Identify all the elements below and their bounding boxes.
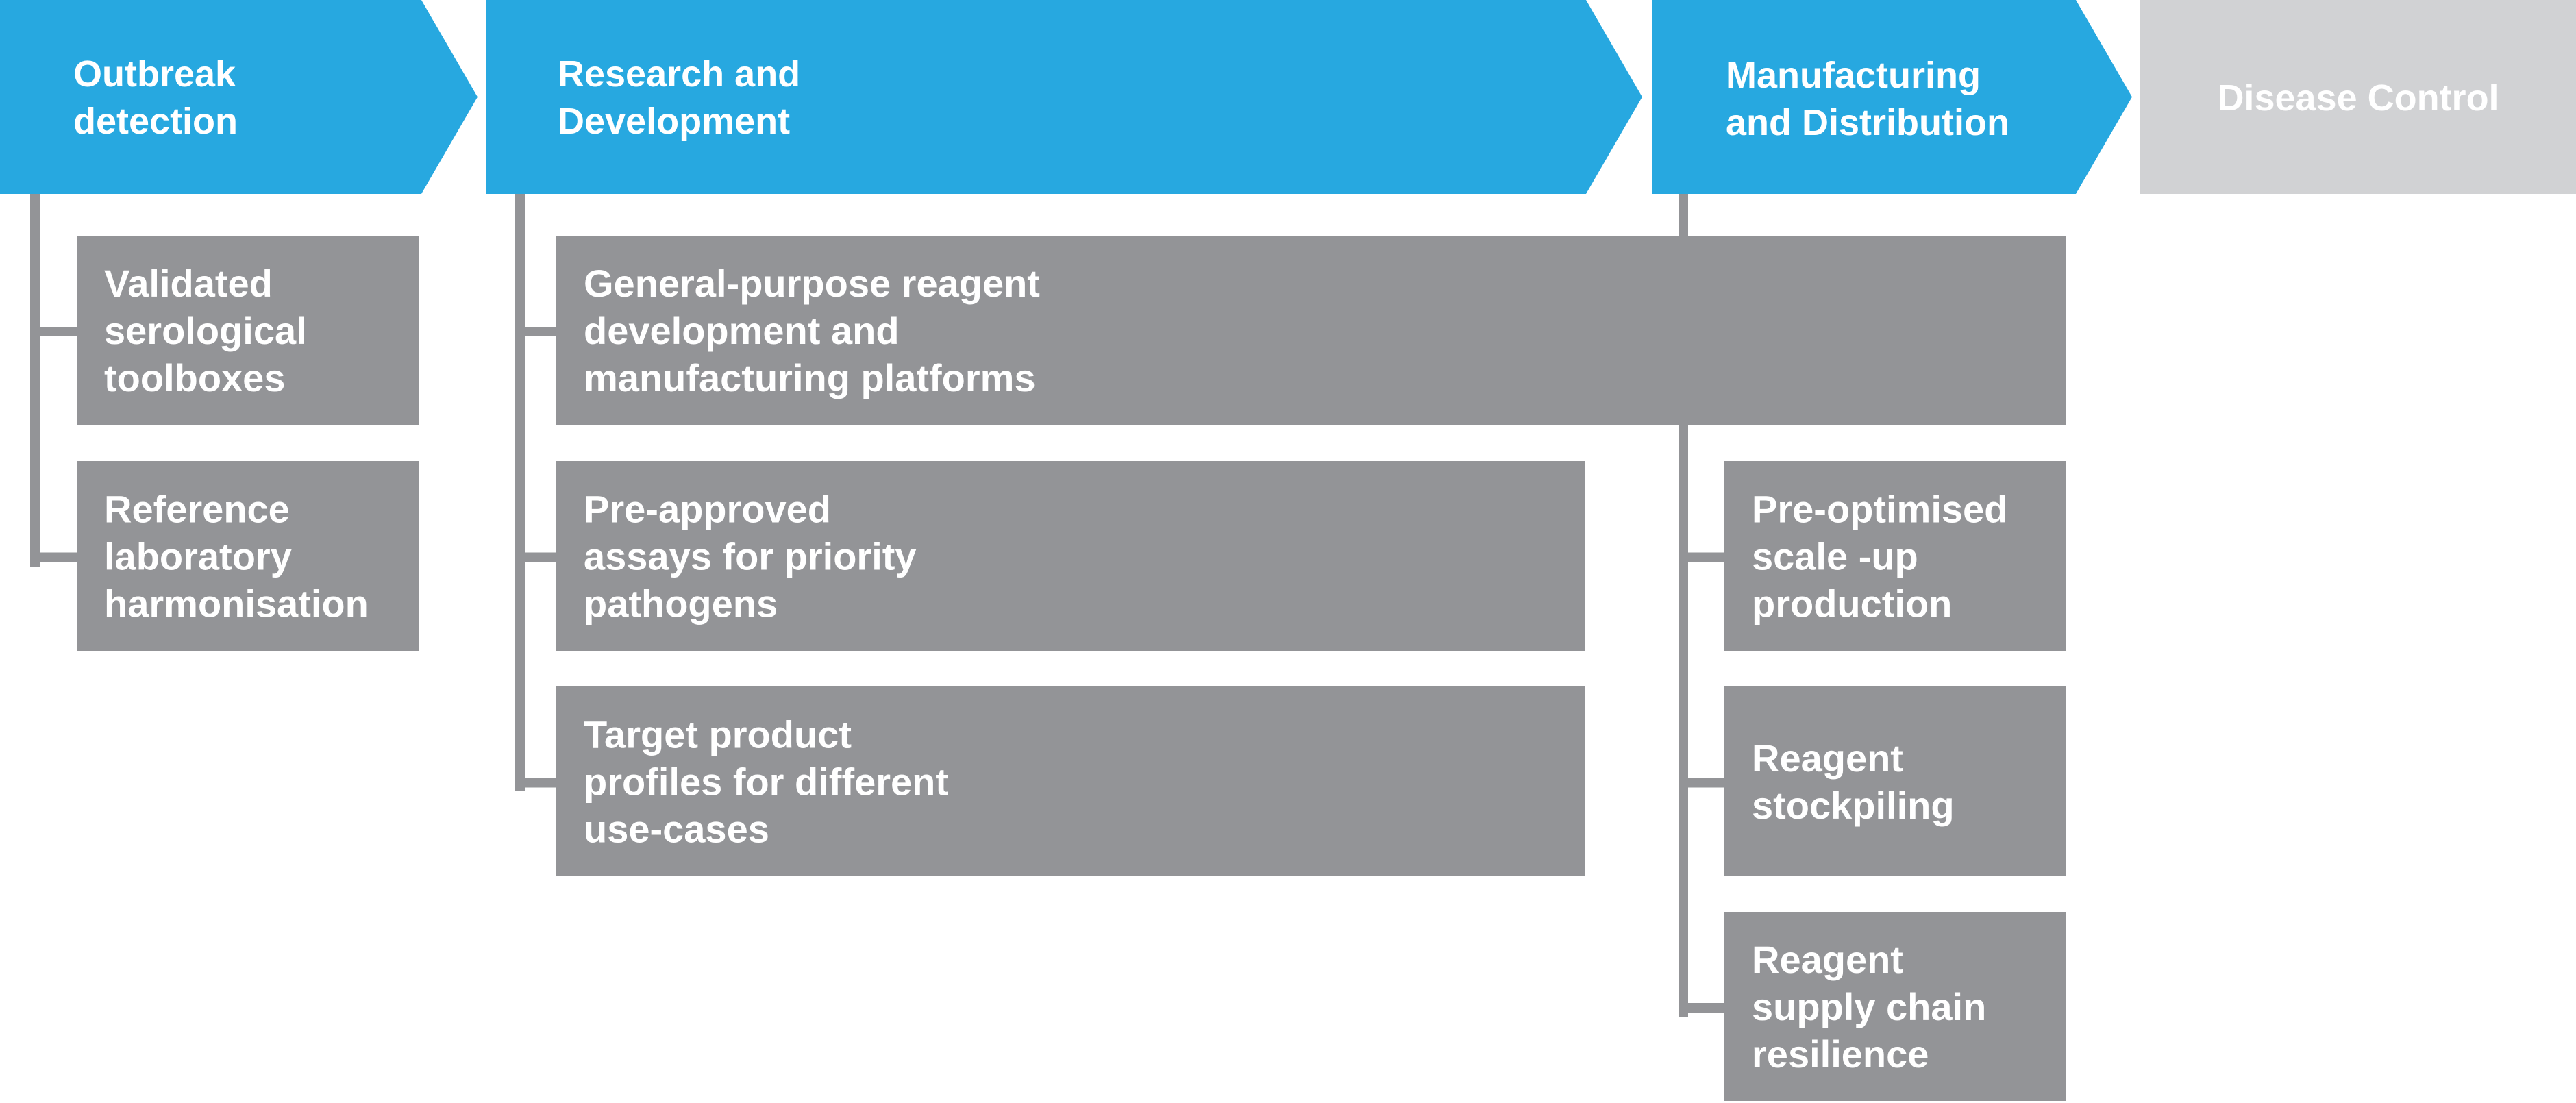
stage-label-line: Manufacturing xyxy=(1726,55,1981,96)
stage-label-line: Research and xyxy=(558,53,800,95)
stage-arrow-shape xyxy=(486,0,1642,194)
box-label-line: resilience xyxy=(1752,1032,1929,1076)
stage-arrow-shape xyxy=(1652,0,2132,194)
box-shape xyxy=(556,686,1585,876)
box-shape xyxy=(1724,686,2066,876)
stage-label-line: detection xyxy=(73,101,238,142)
box-label-line: production xyxy=(1752,582,1952,625)
box-label-line: Reference xyxy=(104,488,290,531)
box-label-line: toolboxes xyxy=(104,356,285,399)
box-shape xyxy=(1724,461,2066,651)
box-label-line: pathogens xyxy=(584,582,778,625)
box-shape xyxy=(77,461,419,651)
stage-disease-control: Disease Control xyxy=(2140,0,2576,194)
box-label-line: Pre-approved xyxy=(584,488,831,531)
box-label-line: serological xyxy=(104,309,307,352)
box-label-line: Validated xyxy=(104,262,273,305)
stage-label-line: and Distribution xyxy=(1726,102,2009,143)
box-label-line: supply chain xyxy=(1752,985,1986,1028)
activity-boxes: ValidatedserologicaltoolboxesReferencela… xyxy=(77,236,2066,1101)
stage-label-line: Development xyxy=(558,101,790,142)
stage-arrow-shape xyxy=(0,0,478,194)
box-label-line: Target product xyxy=(584,713,852,756)
box-label-line: harmonisation xyxy=(104,582,369,625)
box-label-line: manufacturing platforms xyxy=(584,356,1036,399)
stage-arrows: Outbreak detection Research andDevelopment… xyxy=(0,0,2576,194)
box-label-line: development and xyxy=(584,309,900,352)
box-label-line: General-purpose reagent xyxy=(584,262,1040,305)
box-label-line: Reagent xyxy=(1752,736,1903,780)
box-label-line: Pre-optimised xyxy=(1752,488,2007,531)
stage-outbreak-detection: Outbreak detection xyxy=(0,0,478,194)
box-shape xyxy=(77,236,419,425)
box-shape xyxy=(1724,912,2066,1101)
stage-label-line: Outbreak xyxy=(73,53,236,95)
box-label-line: scale -up xyxy=(1752,535,1918,578)
box-label-line: laboratory xyxy=(104,535,292,578)
box-label-line: use-cases xyxy=(584,808,769,851)
box-shape xyxy=(556,461,1585,651)
box-label-line: stockpiling xyxy=(1752,784,1955,827)
box-label-line: assays for priority xyxy=(584,535,917,578)
box-shape xyxy=(556,236,2066,425)
stage-arrow-shape xyxy=(2140,0,2576,194)
stage-manufacturing-and-distribution: Manufacturing and Distribution xyxy=(1652,0,2132,194)
box-label-line: profiles for different xyxy=(584,760,948,804)
box-label-line: Reagent xyxy=(1752,938,1903,981)
stage-label-line: Disease Control xyxy=(2217,77,2499,119)
